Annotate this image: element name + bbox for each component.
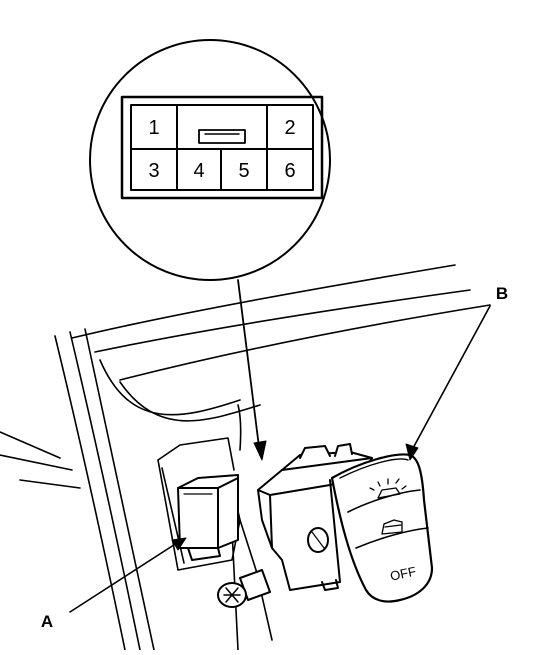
connector-housing [120,95,324,200]
connector-a [177,474,239,561]
connector-lock-tab [198,129,246,144]
pin-4-label: 4 [193,160,204,182]
dome-light-icon [369,478,407,499]
callout-b-label: B [496,284,508,303]
leader-line-b [411,305,491,451]
mounting-screw [217,569,271,608]
pin-3-label: 3 [148,160,159,182]
pin-5-label: 5 [238,160,249,182]
switch-b [257,443,434,603]
switch-off-label: OFF [389,564,418,584]
magnifier-circle [89,39,331,281]
pin-1-label: 1 [148,117,159,139]
pin-6-label: 6 [284,160,295,182]
leader-line-a [69,540,181,613]
pin-2-label: 2 [284,117,295,139]
door-light-icon [381,519,403,535]
zoom-pointer-line [237,279,261,456]
callout-a-label: A [41,612,53,631]
dashboard-panel [0,264,491,651]
connector-zoom-view [89,39,331,461]
